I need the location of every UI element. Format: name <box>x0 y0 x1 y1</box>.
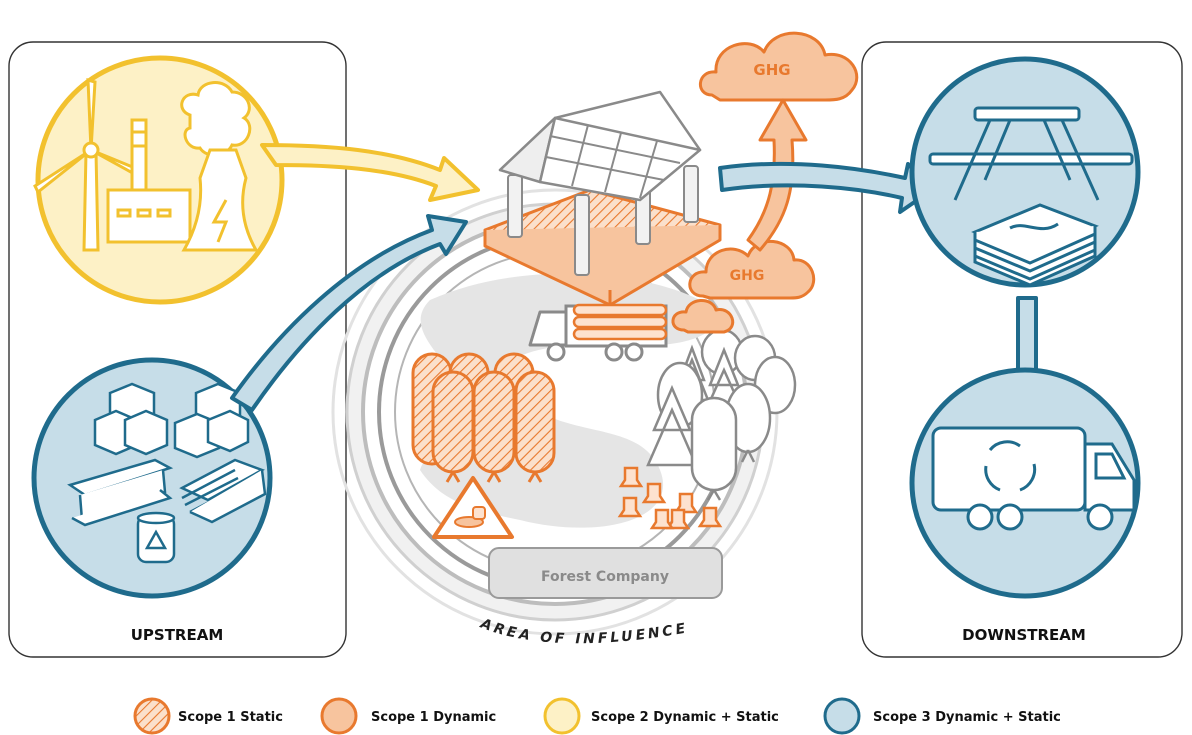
forest-icon <box>411 352 556 483</box>
sawmill-icon <box>483 90 722 307</box>
legend-label-scope1-static: Scope 1 Static <box>178 710 283 725</box>
gray-forest-icon <box>646 328 797 501</box>
chemical-barrel-icon <box>136 511 176 564</box>
scope3-upstream-arrow <box>230 214 468 412</box>
picnic-table-icon <box>928 106 1134 201</box>
ghg-cloud-top-label: GHG <box>753 61 790 79</box>
forest-company-label: Forest Company <box>541 569 669 585</box>
tree-stumps-icon <box>617 466 723 530</box>
wind-turbine-icon <box>33 77 142 252</box>
scope3-downstream-products-circle <box>909 56 1141 288</box>
svg-text:AREA OF INFLUENCE: AREA OF INFLUENCE <box>477 615 689 647</box>
ghg-cloud-mid <box>671 240 816 334</box>
legend-label-scope2: Scope 2 Dynamic + Static <box>591 710 779 725</box>
planks-icon <box>971 203 1099 287</box>
scope3-downstream-transport-circle <box>909 367 1141 599</box>
area-of-influence-label: AREA OF INFLUENCE <box>477 615 686 647</box>
ghg-cloud-top <box>699 31 859 102</box>
legend-swatch-scope3 <box>823 697 861 735</box>
forest-company-box <box>488 547 723 599</box>
ghg-cloud-mid-label: GHG <box>730 268 765 284</box>
scope3-upstream-circle <box>31 357 273 599</box>
legend-swatch-scope1-dynamic <box>320 697 358 735</box>
steel-beams-icon <box>67 458 174 527</box>
upstream-label: UPSTREAM <box>131 626 224 644</box>
downstream-label: DOWNSTREAM <box>962 626 1086 644</box>
lumber-icon <box>179 458 267 524</box>
scope2-flow-arrow <box>260 143 480 202</box>
legend-label-scope3: Scope 3 Dynamic + Static <box>873 710 1061 725</box>
legend-swatch-scope2 <box>543 697 581 735</box>
oil-spill-warning-icon <box>432 476 514 539</box>
legend-label-scope1-dynamic: Scope 1 Dynamic <box>371 710 496 725</box>
recycling-truck-icon <box>931 426 1136 531</box>
legend-swatch-scope1-static <box>133 697 171 735</box>
power-plant-icon <box>180 81 259 252</box>
log-truck-icon <box>528 303 668 362</box>
boxes-icon <box>93 382 250 459</box>
factory-icon <box>106 118 192 244</box>
scope2-energy-circle <box>33 55 285 305</box>
legend: Scope 1 Static Scope 1 Dynamic Scope 2 D… <box>133 697 1061 735</box>
